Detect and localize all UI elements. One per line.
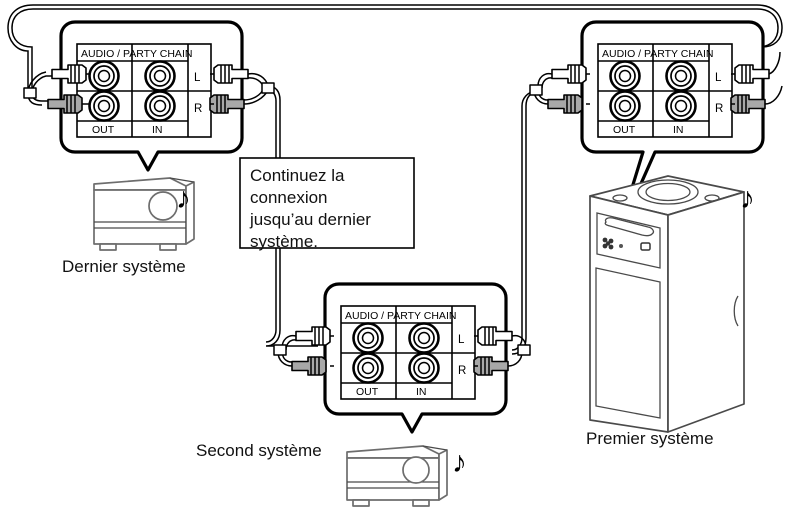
jack-in-r <box>665 90 697 122</box>
rca-plug-white <box>295 326 331 346</box>
cable-splitter <box>529 84 543 96</box>
music-note-icon: ♪ <box>740 182 755 215</box>
jack-out-l <box>352 322 384 354</box>
callout-line-2: connexion <box>250 188 328 207</box>
rca-plug-white <box>551 64 587 84</box>
panel-col-label-out: OUT <box>613 124 636 136</box>
panel-header-label: AUDIO / PARTY CHAIN <box>81 48 192 60</box>
device-last-system <box>93 177 195 251</box>
panel-row-label-l: L <box>194 72 201 84</box>
jack-out-r <box>352 352 384 384</box>
callout-box-frame <box>239 157 415 249</box>
jack-out-l <box>609 60 641 92</box>
jack-in-r <box>144 90 176 122</box>
panel-row-label-r: R <box>715 103 723 115</box>
callout-line-4: système. <box>250 232 318 251</box>
device-second-system <box>346 445 448 507</box>
plug-group-first-in <box>529 64 590 114</box>
jack-in-l <box>408 322 440 354</box>
panel-header-label: AUDIO / PARTY CHAIN <box>602 48 713 60</box>
cable-splitter <box>23 87 37 99</box>
plug-group-second-out <box>473 326 531 376</box>
jack-in-r <box>408 352 440 384</box>
panel-col-label-out: OUT <box>92 124 115 136</box>
panel-last-system: AUDIO / PARTY CHAIN L R OUT IN <box>59 20 244 172</box>
panel-row-label-r: R <box>458 365 466 377</box>
callout-continue-connection: Continuez la connexion jusqu’au dernier … <box>239 157 415 251</box>
jack-out-r <box>88 90 120 122</box>
rca-plug-gray <box>547 94 583 114</box>
plug-group-last-out <box>23 64 90 114</box>
cable-top <box>7 4 783 93</box>
callout-line-1: Continuez la <box>250 166 345 185</box>
plug-group-last-in <box>209 64 275 114</box>
panel-row-label-l: L <box>458 334 465 346</box>
panel-row-label-r: R <box>194 103 202 115</box>
caption-last-system: Dernier système <box>62 257 186 276</box>
panel-second-system: AUDIO / PARTY CHAIN L R OUT IN <box>323 282 508 434</box>
panel-header-label: AUDIO / PARTY CHAIN <box>345 310 456 322</box>
caption-first-system: Premier système <box>586 429 714 448</box>
panel-col-label-in: IN <box>673 124 684 136</box>
speaker-grille-icon <box>602 237 614 250</box>
jack-out-l <box>88 60 120 92</box>
rca-plug-gray <box>291 356 327 376</box>
panel-col-label-out: OUT <box>356 386 379 398</box>
jack-out-r <box>609 90 641 122</box>
plug-group-second-in <box>273 326 334 376</box>
indicator-led-icon <box>619 244 623 248</box>
plug-group-first-out <box>730 51 783 114</box>
cable-splitter <box>261 82 275 94</box>
rca-plug-white <box>51 64 87 84</box>
jack-in-l <box>144 60 176 92</box>
music-note-icon: ♪ <box>176 182 191 215</box>
cable-splitter <box>273 344 287 356</box>
device-first-system <box>589 175 745 433</box>
panel-col-label-in: IN <box>416 386 427 398</box>
cable-first-to-second <box>511 91 539 355</box>
panel-col-label-in: IN <box>152 124 163 136</box>
music-note-icon: ♪ <box>452 446 467 479</box>
caption-second-system: Second système <box>196 441 322 460</box>
panel-row-label-l: L <box>715 72 722 84</box>
cable-splitter <box>517 344 531 356</box>
jack-in-l <box>665 60 697 92</box>
callout-line-3: jusqu’au dernier <box>249 210 371 229</box>
display-icon <box>640 242 651 251</box>
rca-plug-gray <box>47 94 83 114</box>
